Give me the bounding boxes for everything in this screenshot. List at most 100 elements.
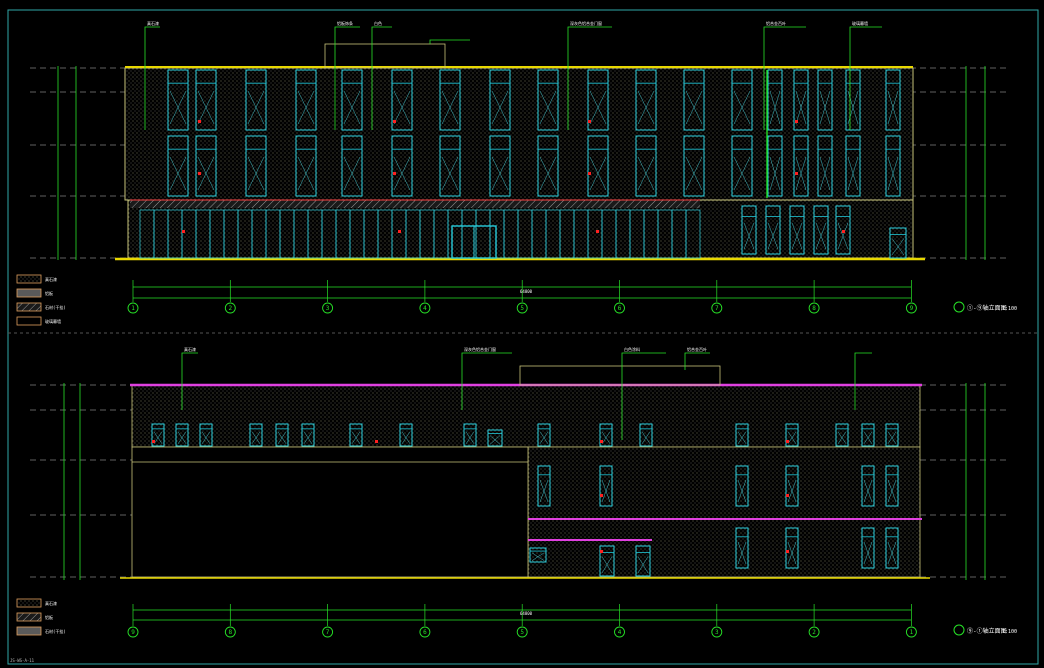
window-frame	[785, 465, 799, 507]
window-frame	[885, 465, 899, 507]
window-diag	[589, 156, 607, 191]
window-frame	[735, 527, 749, 569]
legend-label: 铝板	[45, 614, 53, 620]
window-diag	[297, 156, 315, 191]
title-marker-bottom	[953, 624, 965, 636]
window-diag	[251, 431, 261, 444]
window-frame	[683, 135, 705, 197]
legend-label: 铝板	[45, 290, 53, 296]
window-frame	[439, 135, 461, 197]
window-diag	[737, 541, 747, 565]
overall-dim-top: 64800	[520, 289, 533, 294]
axis-label: 3	[715, 629, 719, 636]
callout-text: 真石漆	[147, 20, 159, 26]
callout-text: 铝合金百叶	[766, 20, 786, 26]
window-diag	[601, 431, 611, 444]
swatch-hatch	[16, 302, 42, 312]
red-marker	[600, 550, 603, 553]
red-marker	[393, 172, 396, 175]
window-diag	[733, 90, 751, 125]
red-marker	[786, 550, 789, 553]
axis-label: 1	[910, 629, 914, 636]
window-frame	[195, 135, 217, 197]
window-frame	[735, 423, 749, 447]
legend-label: 石材(干挂)	[45, 628, 66, 634]
window-frame	[885, 527, 899, 569]
red-marker	[842, 230, 845, 233]
axis-label: 2	[228, 305, 232, 312]
axis-label: 8	[812, 305, 816, 312]
window-frame	[889, 227, 907, 259]
window-diag	[197, 90, 215, 125]
window-diag	[601, 556, 613, 574]
callout-text: 真石漆	[184, 346, 196, 352]
window-diag	[791, 222, 803, 250]
callout-text: 白色	[374, 20, 382, 26]
window-frame	[793, 69, 809, 131]
window-frame	[767, 69, 783, 131]
window-frame	[167, 135, 189, 197]
window-diag	[887, 156, 899, 191]
window-frame	[835, 423, 849, 447]
axis-bubble	[711, 302, 723, 314]
window-frame	[537, 423, 551, 447]
swatch-gray	[16, 288, 42, 298]
window-diag	[539, 90, 557, 125]
window-frame	[341, 135, 363, 197]
red-marker	[600, 440, 603, 443]
window-frame	[845, 135, 861, 197]
window-frame	[683, 69, 705, 131]
axis-bubble	[905, 626, 917, 638]
window-frame	[587, 69, 609, 131]
callout-text: 深灰色铝合金门窗	[570, 20, 602, 26]
window-diag	[303, 431, 313, 444]
window-diag	[539, 479, 549, 503]
window-frame	[295, 69, 317, 131]
window-frame	[599, 423, 613, 447]
axis-bubble	[224, 626, 236, 638]
red-marker	[786, 494, 789, 497]
sheet-border	[7, 9, 1039, 665]
window-frame	[817, 69, 833, 131]
rooftop-structure-bottom	[519, 365, 721, 386]
swatch-dots	[16, 598, 42, 608]
window-diag	[769, 156, 781, 191]
window-frame	[861, 465, 875, 507]
legend-top: 真石漆 铝板 石材(干挂) 玻璃幕墙	[16, 274, 66, 326]
legend-label: 玻璃幕墙	[45, 318, 61, 324]
axis-bubble	[614, 626, 625, 638]
window-diag	[465, 431, 475, 444]
window-diag	[589, 90, 607, 125]
axis-bubble	[322, 626, 334, 638]
window-frame	[341, 69, 363, 131]
window-diag	[733, 156, 751, 191]
elevation-title-bottom: ⑨-①轴立面图	[967, 627, 1007, 635]
upper-facade-wall	[124, 67, 914, 201]
callout-text: 铝合金百叶	[687, 346, 707, 352]
window-diag	[819, 90, 831, 125]
window-diag	[441, 156, 459, 191]
axis-bubble	[711, 626, 723, 638]
callout-text: 深灰色铝合金门窗	[464, 346, 496, 352]
window-diag	[401, 431, 411, 444]
window-diag	[441, 90, 459, 125]
storefront-top	[139, 205, 907, 259]
window-diag	[847, 156, 859, 191]
window-diag	[795, 90, 807, 125]
window-frame	[599, 545, 615, 577]
window-frame	[845, 69, 861, 131]
axis-label: 9	[910, 305, 914, 312]
red-marker	[588, 172, 591, 175]
axis-label: 4	[618, 629, 622, 636]
axis-label: 5	[520, 629, 524, 636]
window-frame	[167, 69, 189, 131]
window-frame	[399, 423, 413, 447]
callout-text: 白色涂料	[624, 346, 640, 352]
window-frame	[635, 69, 657, 131]
axis-bubble	[419, 626, 431, 638]
window-diag	[177, 431, 187, 444]
window-frame	[731, 69, 753, 131]
callout-leaders-top	[144, 26, 882, 130]
red-marker	[795, 120, 798, 123]
